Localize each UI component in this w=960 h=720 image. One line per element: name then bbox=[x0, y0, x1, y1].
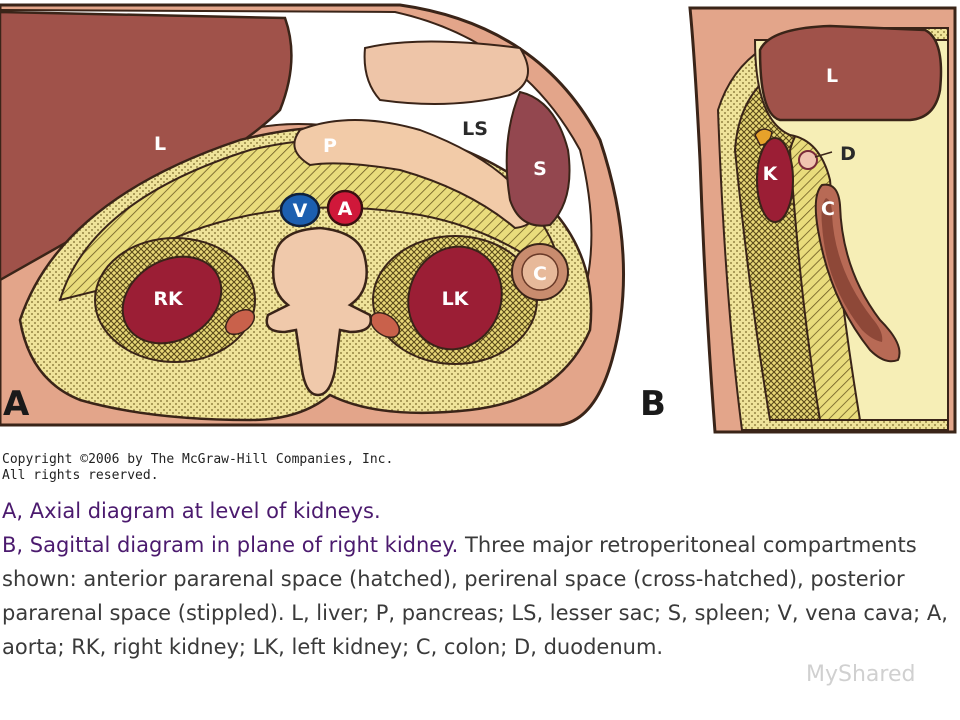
label-colon-axial: C bbox=[533, 263, 547, 285]
axial-panel: L P LS S V A RK LK C bbox=[0, 3, 625, 427]
panel-b-letter: B bbox=[640, 384, 666, 424]
label-colon-sagittal: C bbox=[821, 198, 835, 220]
right-kidney bbox=[121, 255, 223, 345]
duodenum-pointer bbox=[814, 151, 833, 158]
liver-sagittal bbox=[758, 24, 943, 122]
right-psoas bbox=[224, 308, 256, 336]
label-duodenum: D bbox=[840, 143, 856, 165]
label-pancreas: P bbox=[323, 135, 337, 157]
duodenum bbox=[798, 150, 818, 170]
label-right-kidney: RK bbox=[153, 288, 184, 310]
colon-lumen-sagittal bbox=[821, 198, 883, 342]
caption-b-key: B, bbox=[2, 533, 24, 557]
vertebra bbox=[265, 226, 373, 397]
label-liver-sagittal: L bbox=[826, 65, 838, 87]
colon-sagittal bbox=[814, 183, 901, 363]
left-psoas bbox=[369, 311, 401, 339]
peritoneal-cavity-sagittal bbox=[753, 39, 949, 421]
label-liver-axial: L bbox=[154, 133, 166, 155]
panel-a-letter: A bbox=[3, 384, 30, 424]
label-aorta: A bbox=[338, 198, 353, 220]
stomach-fragment bbox=[363, 40, 529, 105]
anatomy-diagram: L P LS S V A RK LK C L D K bbox=[0, 3, 957, 434]
label-left-kidney: LK bbox=[442, 288, 470, 310]
vena-cava bbox=[279, 192, 321, 228]
label-kidney-sagittal: K bbox=[763, 163, 779, 185]
kidney-sagittal bbox=[756, 137, 794, 223]
label-lesser-sac: LS bbox=[462, 118, 488, 140]
pancreas-axial bbox=[293, 119, 534, 230]
caption-b-highlight: Sagittal diagram in plane of right kidne… bbox=[23, 533, 459, 557]
copyright-line-1: Copyright ©2006 by The McGraw-Hill Compa… bbox=[2, 452, 394, 467]
sagittal-panel: L D K C bbox=[688, 6, 957, 434]
left-kidney bbox=[407, 245, 503, 351]
caption-b-rest: Three major retroperitoneal compartments… bbox=[2, 533, 948, 659]
watermark: MyShared bbox=[806, 662, 916, 687]
label-spleen: S bbox=[533, 158, 547, 180]
aorta bbox=[326, 189, 364, 227]
colon-lumen-axial bbox=[521, 253, 559, 291]
copyright-notice: Copyright ©2006 by The McGraw-Hill Compa… bbox=[2, 452, 393, 484]
label-vena-cava: V bbox=[293, 200, 308, 222]
copyright-line-2: All rights reserved. bbox=[2, 468, 159, 483]
caption-a-key: A, bbox=[2, 499, 24, 523]
figure-caption: A, Axial diagram at level of kidneys. B,… bbox=[2, 494, 954, 664]
spleen-axial bbox=[505, 90, 571, 227]
caption-a-text: Axial diagram at level of kidneys. bbox=[23, 499, 381, 523]
